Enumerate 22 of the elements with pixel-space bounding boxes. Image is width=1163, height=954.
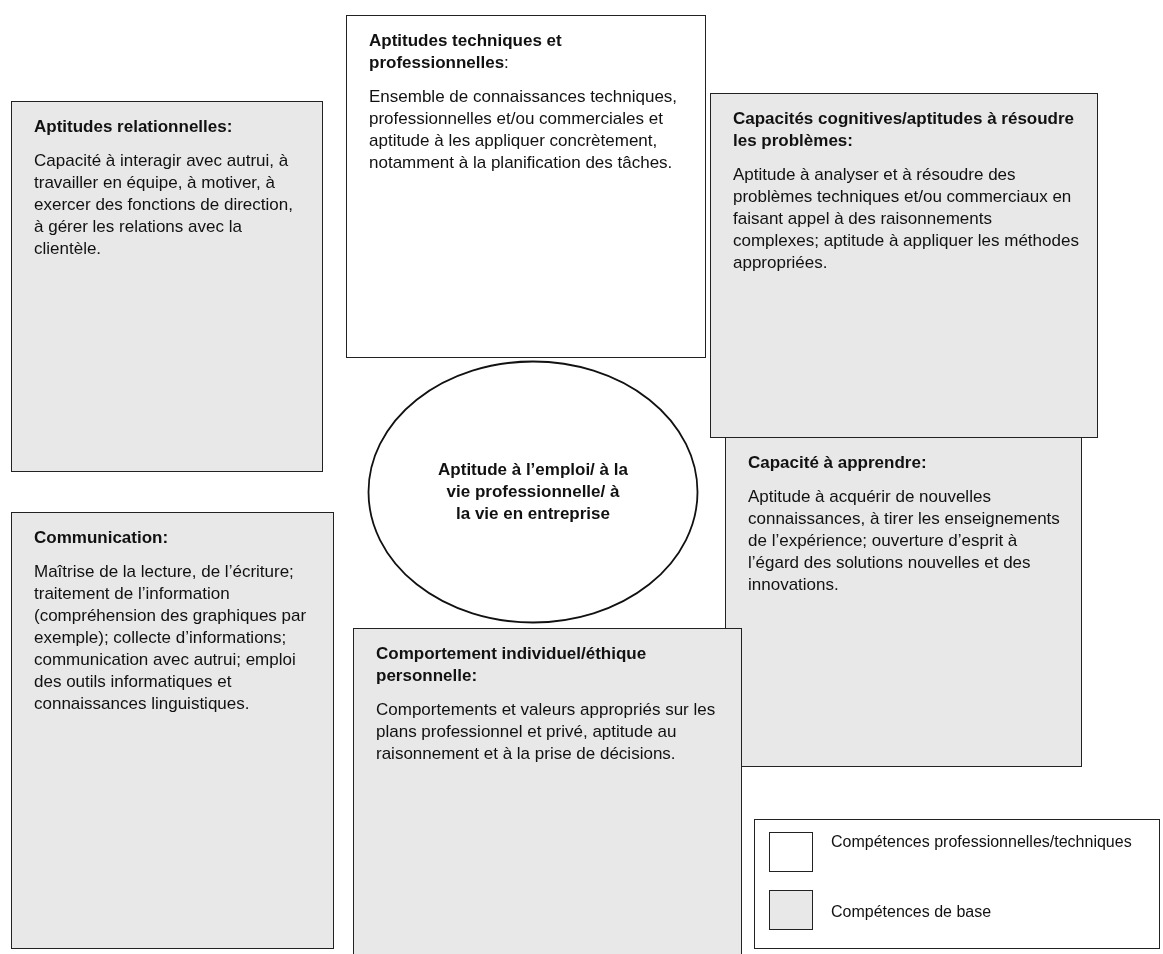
card-text: Comportements et valeurs appropriés sur les plans professionnel et privé, aptitude au raisonnement et à la prise de décisions. (376, 699, 717, 765)
card-text: Aptitude à analyser et à résoudre des problèmes techniques et/ou commerciaux en faisant appel à des raisonnements complexes; aptitude à appliquer les méthodes appropriées. (733, 164, 1080, 274)
info-card (353, 628, 742, 954)
card-heading: Capacités cognitives/aptitudes à résoudre les problèmes: (733, 108, 1076, 152)
info-card (710, 93, 1098, 438)
card-heading: Capacité à apprendre: (748, 452, 928, 474)
center-ellipse (367, 360, 699, 624)
card-heading: Comportement individuel/éthique personnelle: (376, 643, 648, 687)
info-card (11, 101, 323, 472)
card-text: Aptitude à acquérir de nouvelles connaissances, à tirer les enseignements de l’expérience; ouverture d’esprit à l’égard des solutions nouvelles et des innovations. (748, 486, 1061, 596)
card-heading: Communication: (34, 527, 170, 549)
card-text: Ensemble de connaissances techniques, professionnelles et/ou commerciales et aptitude à les appliquer concrètement, notamment à la planification des tâches. (369, 86, 679, 174)
card-heading: Aptitudes relationnelles: (34, 116, 234, 138)
info-card (346, 15, 706, 358)
card-text: Maîtrise de la lecture, de l’écriture; traitement de l’information (compréhension des graphiques par exemple); collecte d’informations; communication avec autrui; emploi des outils informatiques et connaissances linguistiques. (34, 561, 308, 715)
card-text: Capacité à interagir avec autrui, à travailler en équipe, à motiver, à exercer des fonctions de direction, à gérer les relations avec la clientèle. (34, 150, 294, 260)
legend-text: Compétences de base (831, 902, 993, 922)
info-card (11, 512, 334, 949)
center-title: Aptitude à l’emploi/ à la vie professionnelle/ à la vie en entreprise (438, 459, 628, 525)
legend-text: Compétences professionnelles/techniques (831, 832, 1133, 852)
info-card (725, 437, 1082, 767)
card-heading: Aptitudes techniques et professionnelles: (369, 30, 563, 74)
